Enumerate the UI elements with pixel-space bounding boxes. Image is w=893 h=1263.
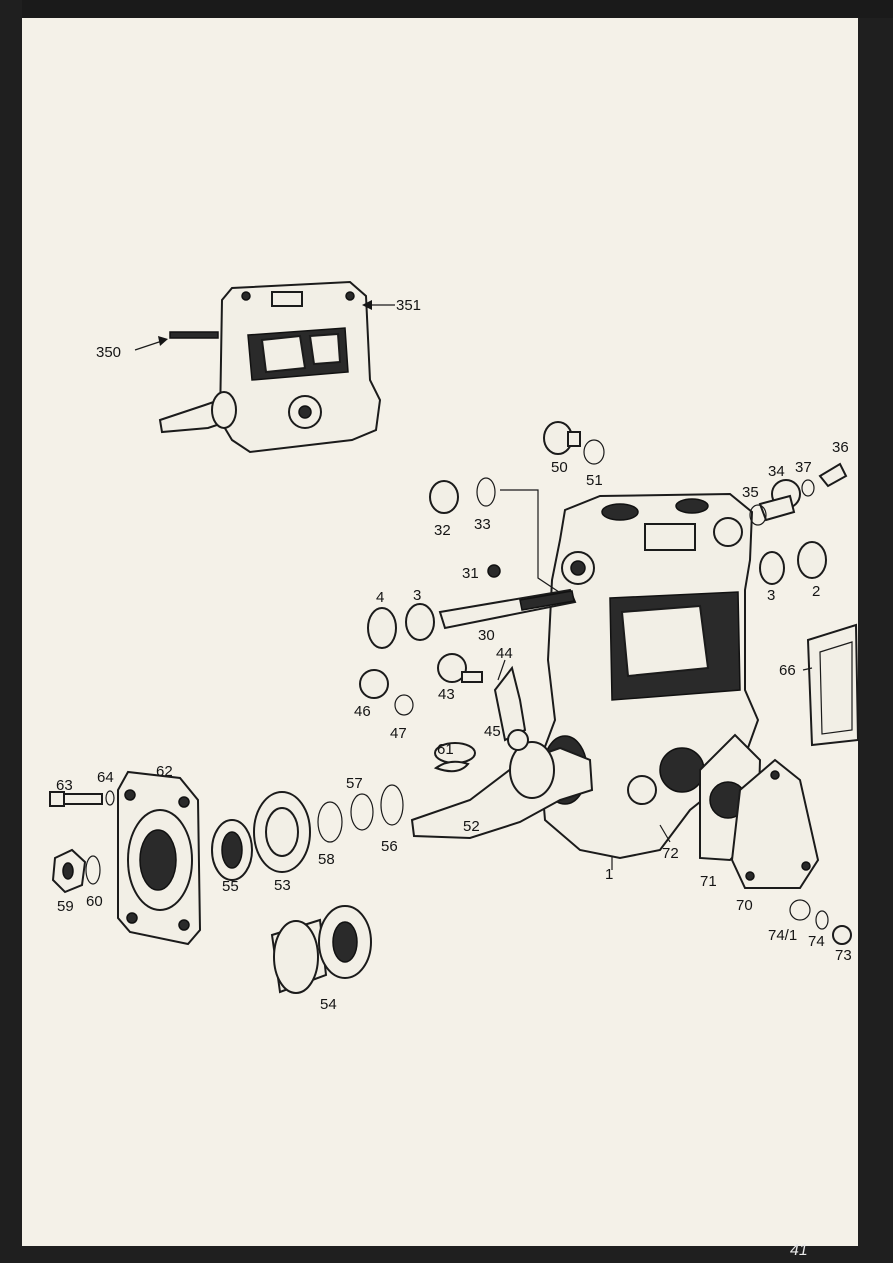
callout-59: 59 xyxy=(57,898,74,915)
callout-52: 52 xyxy=(463,818,480,835)
callout-351: 351 xyxy=(396,297,421,314)
bearing-53-inner xyxy=(265,807,299,857)
callout-44: 44 xyxy=(496,645,513,662)
bottom-dark-edge xyxy=(0,1246,893,1263)
callout-50: 50 xyxy=(551,459,568,476)
callout-37: 37 xyxy=(795,459,812,476)
callout-72: 72 xyxy=(662,845,679,862)
callout-34: 34 xyxy=(768,463,785,480)
callout-53: 53 xyxy=(274,877,291,894)
ring-60-shape xyxy=(85,855,101,885)
arrow-350-head xyxy=(158,336,168,346)
leader-72 xyxy=(659,824,671,843)
fitting-34-body xyxy=(758,494,796,522)
shaft-52-shape xyxy=(410,741,594,840)
callout-350: 350 xyxy=(96,344,121,361)
callout-61: 61 xyxy=(437,741,454,758)
callout-54: 54 xyxy=(320,996,337,1013)
callout-33: 33 xyxy=(474,516,491,533)
ring-55-bore xyxy=(221,831,243,869)
flange-62-shape xyxy=(117,770,202,946)
nut-3a-shape xyxy=(405,603,435,641)
callout-36: 36 xyxy=(832,439,849,456)
callout-32: 32 xyxy=(434,522,451,539)
fitting-36-shape xyxy=(818,462,848,488)
callout-60: 60 xyxy=(86,893,103,910)
washer-74-1-shape xyxy=(789,899,811,921)
screw-46-shape xyxy=(359,669,389,699)
callout-56: 56 xyxy=(381,838,398,855)
cover-70-bolt-hole-3 xyxy=(801,861,811,871)
callout-74: 74 xyxy=(808,933,825,950)
washer-51-shape xyxy=(583,439,605,465)
key-61-shape xyxy=(433,760,470,773)
leader-66 xyxy=(802,667,813,671)
callout-71: 71 xyxy=(700,873,717,890)
plug-43-shape xyxy=(437,653,467,683)
plug-32-shape xyxy=(429,480,459,514)
callout-30: 30 xyxy=(478,627,495,644)
callout-3-right: 3 xyxy=(767,587,775,604)
bolt-63-head xyxy=(49,791,65,807)
leader-33-housing xyxy=(500,489,569,599)
callout-3-left: 3 xyxy=(413,587,421,604)
nut-59-bore xyxy=(62,862,74,880)
screw-50-shank xyxy=(567,431,581,447)
callout-35: 35 xyxy=(742,484,759,501)
callout-45: 45 xyxy=(484,723,501,740)
callout-62: 62 xyxy=(156,763,173,780)
nut-3b-shape xyxy=(759,551,785,585)
callout-66: 66 xyxy=(779,662,796,679)
assembled-pump-illustration xyxy=(158,280,382,454)
page-mark: 41 xyxy=(790,1242,808,1259)
nut-2-shape xyxy=(797,541,827,579)
callout-57: 57 xyxy=(346,775,363,792)
callout-46: 46 xyxy=(354,703,371,720)
right-dark-edge xyxy=(858,18,893,1263)
callout-73: 73 xyxy=(835,947,852,964)
nut-73-shape xyxy=(832,925,852,945)
callout-55: 55 xyxy=(222,878,239,895)
leader-44 xyxy=(497,659,506,681)
lever-44-shape xyxy=(493,665,527,742)
arrow-351-head xyxy=(362,300,372,310)
lever-45-shape xyxy=(507,729,529,751)
bearing-54-cone-bore xyxy=(332,921,358,963)
ring-33-shape xyxy=(476,477,496,507)
washer-64-shape xyxy=(105,790,115,806)
cover-70-bolt-hole-1 xyxy=(770,770,780,780)
screw-31-shape xyxy=(487,564,501,578)
washer-37-shape xyxy=(801,479,815,497)
washer-35-shape xyxy=(749,504,767,526)
washer-74-shape xyxy=(815,910,829,930)
nut-4-shape xyxy=(367,607,397,649)
left-dark-edge xyxy=(0,0,22,1263)
callout-43: 43 xyxy=(438,686,455,703)
callout-31: 31 xyxy=(462,565,479,582)
callout-74-1: 74/1 xyxy=(768,927,797,944)
washer-47-shape xyxy=(394,694,414,716)
callout-2: 2 xyxy=(812,583,820,600)
ring-57-shape xyxy=(350,793,374,831)
ring-58-shape xyxy=(317,801,343,843)
callout-4: 4 xyxy=(376,589,384,606)
cover-70-shape xyxy=(730,758,820,889)
callout-70: 70 xyxy=(736,897,753,914)
callout-47: 47 xyxy=(390,725,407,742)
ring-56-shape xyxy=(380,784,404,826)
callout-1: 1 xyxy=(605,866,613,883)
bearing-54-cup-face xyxy=(273,920,319,994)
callout-51: 51 xyxy=(586,472,603,489)
callout-63: 63 xyxy=(56,777,73,794)
plug-43-shank xyxy=(461,671,483,683)
rack-30-teeth xyxy=(519,590,575,611)
callout-64: 64 xyxy=(97,769,114,786)
cover-70-bolt-hole-2 xyxy=(745,871,755,881)
callout-58: 58 xyxy=(318,851,335,868)
